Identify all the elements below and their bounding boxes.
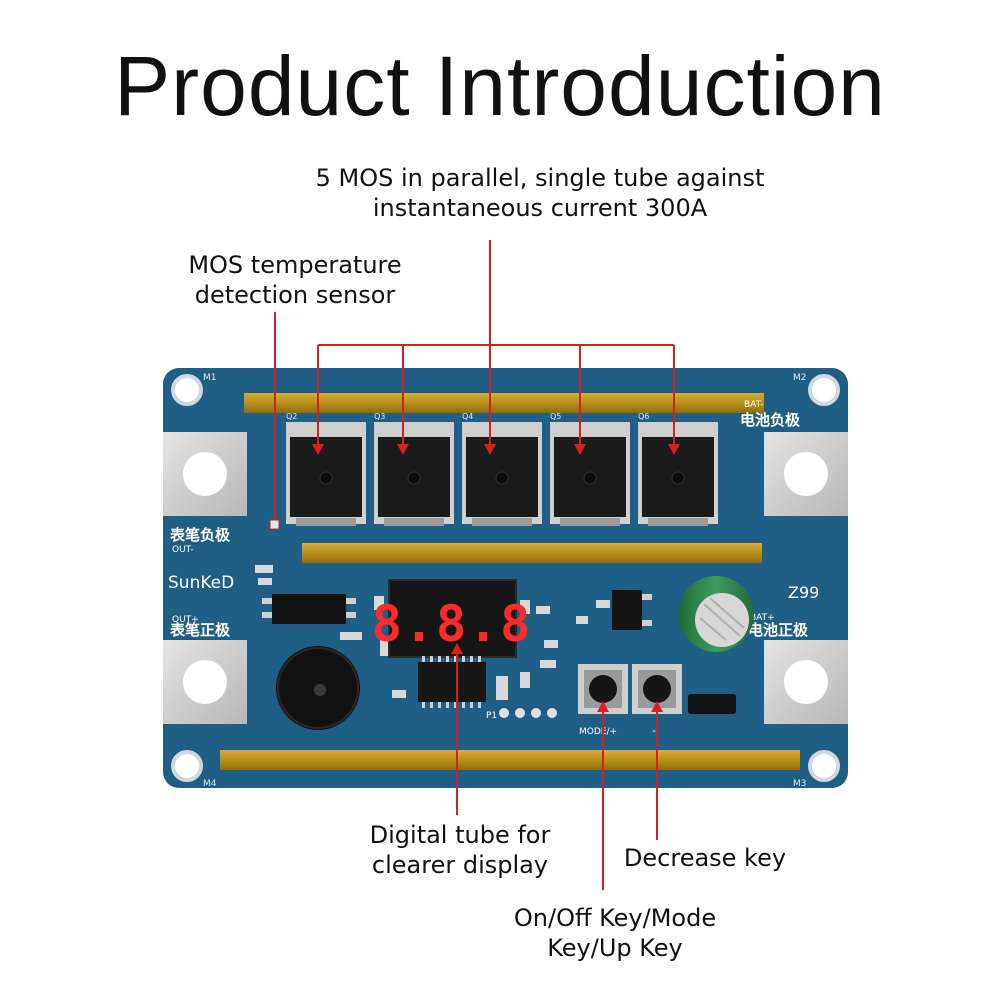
copper-strip-bottom: [220, 750, 800, 770]
mos-label-q6: Q6: [638, 412, 649, 421]
callout-temp-sensor-line2: detection sensor: [194, 281, 396, 309]
callout-decrease-key-line1: Decrease key: [623, 844, 787, 872]
callout-lines: [274, 240, 675, 890]
mos-label-q5: Q5: [550, 412, 561, 421]
terminal-pad-out-neg: [163, 432, 247, 516]
callout-digital-tube-line1: Digital tube for: [369, 821, 551, 849]
label-bat-neg-en: BAT-: [744, 400, 764, 410]
mosfet-q5: [550, 422, 630, 526]
optocoupler-chip: [272, 594, 346, 624]
terminal-pad-out-pos: [163, 640, 247, 724]
mosfet-q4: [462, 422, 542, 526]
mos-label-q3: Q3: [374, 412, 385, 421]
header-p1-label: P1: [486, 711, 497, 721]
decrease-button[interactable]: [632, 664, 682, 714]
digital-tube-display: [388, 579, 517, 658]
brand-label: SunKeD: [168, 573, 234, 593]
callout-digital-tube: Digital tube for clearer display: [340, 820, 580, 880]
copper-strip-top: [244, 393, 764, 413]
label-out-neg-en: OUT-: [172, 545, 194, 555]
hole-label-m3: M3: [793, 779, 807, 789]
mosfet-q2: [286, 422, 366, 526]
label-out-neg-cn: 表笔负极: [170, 526, 231, 544]
callout-arrowheads: [312, 444, 680, 712]
decrease-button-label: -: [652, 724, 656, 737]
callout-digital-tube-line2: clearer display: [371, 851, 549, 879]
callout-mos-parallel-line2: instantaneous current 300A: [372, 194, 708, 222]
page-title: Product Introduction: [114, 39, 886, 133]
temperature-sensor: [269, 519, 280, 530]
callout-onoff-key-line1: On/Off Key/Mode: [513, 904, 717, 932]
label-bat-neg-cn: 电池负极: [740, 411, 801, 429]
buzzer: [276, 646, 360, 730]
callout-decrease-key: Decrease key: [600, 843, 810, 873]
mosfet-q6: [638, 422, 718, 526]
callout-mos-parallel-line1: 5 MOS in parallel, single tube against: [315, 164, 765, 192]
mos-label-q4: Q4: [462, 412, 473, 421]
electrolytic-capacitor: [678, 576, 754, 652]
inductor: [688, 694, 736, 714]
callout-mos-parallel: 5 MOS in parallel, single tube against i…: [260, 163, 820, 223]
smd-components: [255, 565, 716, 700]
mos-label-q2: Q2: [286, 412, 297, 421]
hole-label-m2: M2: [793, 373, 807, 383]
terminal-pad-bat-neg: [764, 432, 848, 516]
mosfet-row: [286, 422, 718, 526]
callout-temp-sensor: MOS temperature detection sensor: [160, 250, 430, 310]
label-bat-pos-cn: 电池正极: [748, 621, 809, 639]
model-label: Z99: [788, 583, 819, 602]
label-out-pos-en: OUT+: [172, 615, 199, 625]
regulator-chip: [612, 590, 642, 630]
mounting-holes: [171, 374, 840, 782]
callout-onoff-key-line2: Key/Up Key: [547, 934, 683, 962]
mosfet-q3: [374, 422, 454, 526]
header-p1: [499, 708, 557, 718]
controller-chip: [418, 662, 486, 702]
digital-tube-digits: 8.8.8: [372, 595, 533, 653]
callout-temp-sensor-line1: MOS temperature: [188, 251, 402, 279]
mode-button-label: MODE/+: [579, 727, 617, 737]
hole-label-m1: M1: [203, 373, 217, 383]
hole-label-m4: M4: [203, 779, 217, 789]
label-out-pos-cn: 表笔正极: [170, 621, 231, 639]
label-bat-pos-en: BAT+: [750, 613, 775, 623]
terminal-pad-bat-pos: [764, 640, 848, 724]
copper-strip-middle: [302, 543, 762, 563]
callout-onoff-key: On/Off Key/Mode Key/Up Key: [480, 903, 750, 963]
